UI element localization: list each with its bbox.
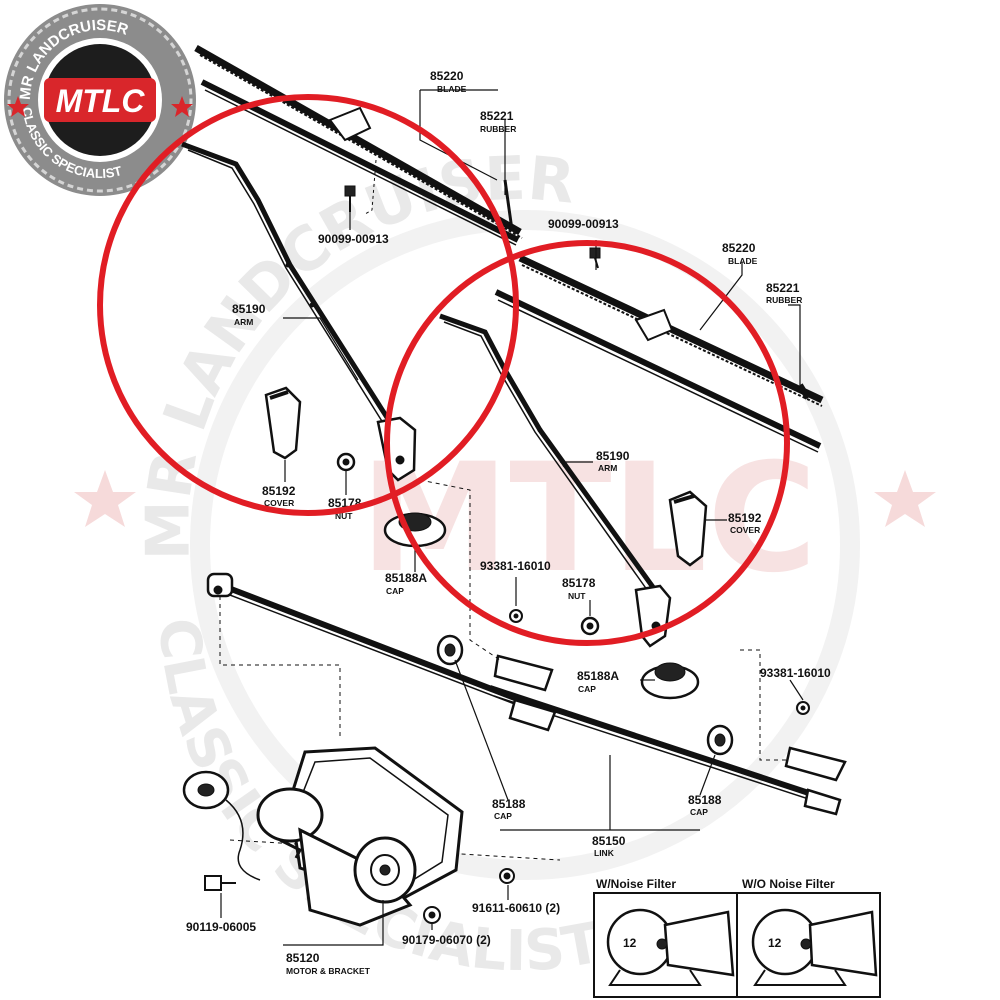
washer-1-number: 93381-16010 <box>480 559 551 573</box>
link-number: 85150 <box>592 834 626 848</box>
cap-2-desc: CAP <box>578 684 596 694</box>
bolt-1 <box>204 875 236 891</box>
part-labels: 85220 BLADE 85221 RUBBER 90099-00913 851… <box>186 69 831 976</box>
rubber-2-desc: RUBBER <box>766 295 802 305</box>
bushing-1-desc: CAP <box>494 811 512 821</box>
rubber-1-number: 85221 <box>480 109 514 123</box>
nut-3 <box>499 868 515 884</box>
inset-mark-right: 12 <box>768 936 782 950</box>
cover-2-number: 85192 <box>728 511 762 525</box>
logo-star-left <box>7 96 29 117</box>
blade-2-number: 85220 <box>722 241 756 255</box>
leader-lines <box>219 479 790 861</box>
wiper-link <box>206 572 847 816</box>
bushing-2-desc: CAP <box>690 807 708 817</box>
pointer-lines <box>220 89 804 946</box>
washer-1 <box>509 609 523 623</box>
arm-2-number: 85190 <box>596 449 630 463</box>
screw-1-number: 90099-00913 <box>318 232 389 246</box>
bushing-1 <box>436 634 464 666</box>
pivot-cap-2 <box>640 662 700 700</box>
nut-3-number: 91611-60610 (2) <box>472 901 560 915</box>
wiper-blade-2 <box>494 254 824 453</box>
nut-2-number: 85178 <box>562 576 596 590</box>
nut-1-desc: NUT <box>335 511 353 521</box>
inset-motor-without-filter <box>751 908 878 986</box>
bushing-2-number: 85188 <box>688 793 722 807</box>
cap-2-number: 85188A <box>577 669 619 683</box>
watermark-star-left <box>74 470 136 527</box>
highlight-circle-right <box>384 240 790 646</box>
rubber-2-number: 85221 <box>766 281 800 295</box>
nut-2 <box>580 616 600 636</box>
motor-desc: MOTOR & BRACKET <box>286 966 371 976</box>
nut-4-number: 90179-06070 (2) <box>402 933 491 947</box>
cover-1-number: 85192 <box>262 484 296 498</box>
washer-2-number: 93381-16010 <box>760 666 831 680</box>
arm-1-number: 85190 <box>232 302 266 316</box>
arm-cover-2 <box>668 490 708 567</box>
cover-2-desc: COVER <box>730 525 760 535</box>
brand-logo: MTLC MR LANDCRUISER CLASSIC SPECIALIST <box>4 4 196 196</box>
noise-filter <box>182 770 261 881</box>
blade-1-number: 85220 <box>430 69 464 83</box>
highlight-circle-left <box>97 94 519 516</box>
nut-4 <box>423 906 441 924</box>
rubber-1-desc: RUBBER <box>480 124 516 134</box>
logo-brand-text: MTLC <box>56 83 146 119</box>
bushing-1-number: 85188 <box>492 797 526 811</box>
bushing-2 <box>706 724 734 756</box>
inset-motor-with-filter <box>606 908 735 986</box>
nut-1 <box>336 452 356 472</box>
blade-1-desc: BLADE <box>437 84 467 94</box>
inset-mark-left: 12 <box>623 936 637 950</box>
watermark-star-right <box>874 470 936 527</box>
highlight-circles <box>97 94 790 646</box>
bolt-1-number: 90119-06005 <box>186 920 256 934</box>
arm-2-desc: ARM <box>598 463 617 473</box>
logo-badge <box>44 78 156 122</box>
screw-2 <box>589 247 601 269</box>
motor-number: 85120 <box>286 951 320 965</box>
watermark-ring <box>190 210 860 880</box>
wiper-blade-1 <box>194 44 523 246</box>
noise-filter-inset: W/Noise Filter W/O Noise Filter 12 12 <box>593 877 881 998</box>
screw-2-number: 90099-00913 <box>548 217 619 231</box>
cap-1-number: 85188A <box>385 571 427 585</box>
inset-with-filter-title: W/Noise Filter <box>596 877 676 891</box>
cover-1-desc: COVER <box>264 498 294 508</box>
cap-1-desc: CAP <box>386 586 404 596</box>
arm-cover-1 <box>264 386 302 460</box>
arm-1-desc: ARM <box>234 317 253 327</box>
logo-star-right <box>171 96 193 117</box>
nut-2-desc: NUT <box>568 591 586 601</box>
blade-2-desc: BLADE <box>728 256 758 266</box>
link-desc: LINK <box>594 848 615 858</box>
inset-without-filter-title: W/O Noise Filter <box>742 877 835 891</box>
washer-2 <box>796 701 810 715</box>
